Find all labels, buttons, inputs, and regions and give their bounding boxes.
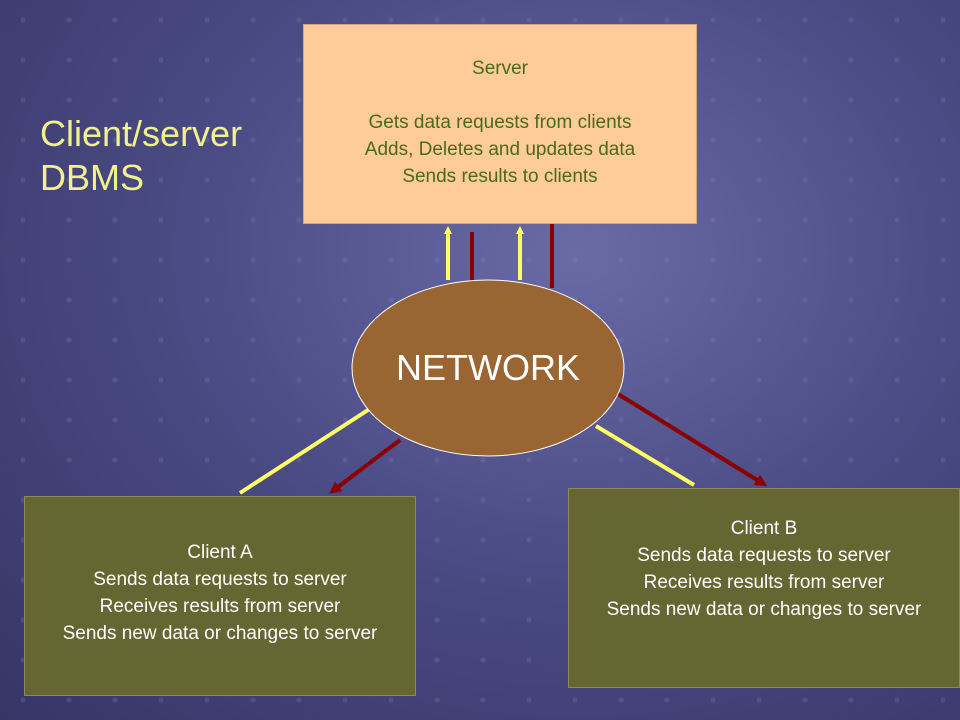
client-a-line-1: Sends data requests to server (93, 569, 347, 590)
client-a-line-2: Receives results from server (99, 596, 341, 617)
result-arrow-to-client-a (329, 438, 402, 494)
server-line-1: Gets data requests from clients (368, 112, 632, 133)
client-a-title: Client A (187, 542, 253, 563)
server-title: Server (472, 58, 528, 79)
client-b-title: Client B (730, 518, 798, 539)
request-line-client-b (594, 424, 696, 487)
slide-title: Client/server DBMS (40, 112, 242, 200)
client-b-line-1: Sends data requests to server (637, 545, 891, 566)
network-node (351, 279, 625, 457)
server-line-2: Adds, Deletes and updates data (364, 139, 636, 160)
request-line-client-a (238, 408, 370, 495)
slide-title-line-2: DBMS (40, 157, 145, 198)
result-arrow-to-client-b (616, 392, 768, 487)
network-label: NETWORK (396, 347, 580, 388)
server-line-3: Sends results to clients (402, 166, 598, 187)
client-b-box: Client B Sends data requests to server R… (568, 488, 960, 688)
server-box: Server Gets data requests from clients A… (303, 24, 697, 224)
slide-title-line-1: Client/server (40, 113, 243, 154)
client-b-line-2: Receives results from server (643, 572, 885, 593)
client-a-line-3: Sends new data or changes to server (62, 623, 378, 644)
client-a-box: Client A Sends data requests to server R… (24, 496, 416, 696)
client-b-line-3: Sends new data or changes to server (606, 599, 922, 620)
